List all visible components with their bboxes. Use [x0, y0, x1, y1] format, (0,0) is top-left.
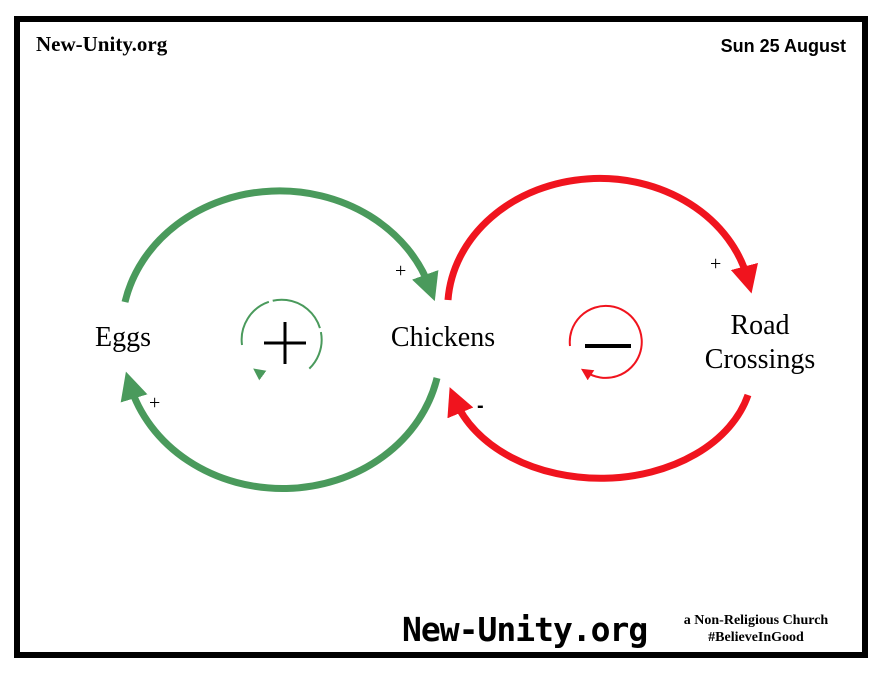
- reinforcing-loop-icon: [240, 298, 323, 381]
- arrow-chickens-to-eggs: [120, 371, 441, 493]
- header-site-name: New-Unity.org: [36, 32, 168, 56]
- polarity-eggs-to-chickens: +: [395, 260, 406, 282]
- arrow-eggs-to-chickens: [121, 187, 439, 303]
- tagline-line-1: a Non-Religious Church: [683, 613, 829, 628]
- polarity-chickens-to-eggs: +: [149, 392, 160, 414]
- tagline-line-2: #BelieveInGood: [708, 630, 804, 645]
- node-chickens: Chickens: [391, 322, 495, 353]
- footer-brand: New-Unity.org: [402, 610, 648, 649]
- footer-tagline: a Non-Religious Church #BelieveInGood: [664, 612, 848, 646]
- balancing-loop-icon: [568, 304, 643, 381]
- polarity-chickens-to-road: +: [710, 253, 721, 275]
- header-date: Sun 25 August: [720, 36, 846, 56]
- arrow-chickens-to-road: [444, 174, 758, 301]
- frame: [14, 16, 868, 658]
- polarity-road-to-chickens: -: [477, 395, 484, 417]
- node-eggs: Eggs: [95, 322, 151, 353]
- arrow-road-to-chickens: [447, 387, 752, 482]
- node-crossings: Crossings: [705, 344, 815, 375]
- node-road: Road: [730, 310, 789, 341]
